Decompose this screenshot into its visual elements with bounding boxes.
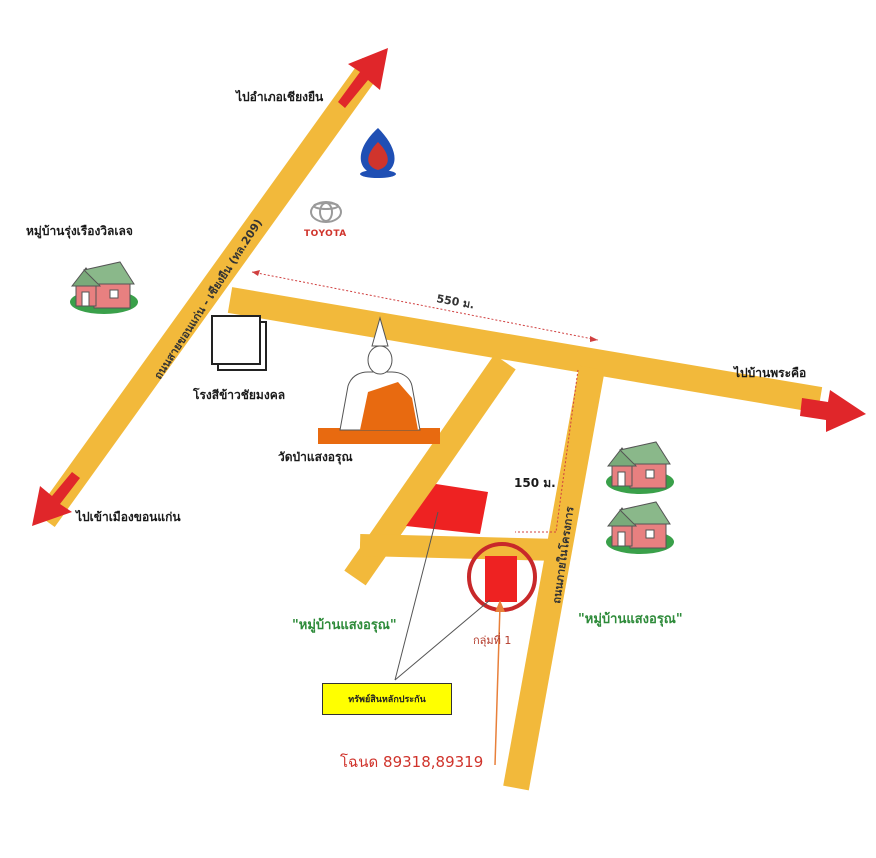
toyota-label: TOYOTA <box>304 229 347 239</box>
red-plot-small <box>485 556 517 602</box>
cross-road <box>227 287 823 413</box>
red-plot-large <box>406 484 488 534</box>
pointer-lines <box>394 511 491 681</box>
direction-arrows <box>32 48 866 526</box>
distance-150-label: 150 ม. <box>514 476 556 490</box>
inner-road-horizontal <box>359 534 561 561</box>
house-icon <box>606 501 674 554</box>
group-arrow <box>494 600 505 766</box>
distance-550-label: 550 ม. <box>435 292 475 311</box>
arrow-north-icon <box>338 48 388 108</box>
buddha-statue-icon <box>318 316 440 444</box>
gas-station-icon <box>360 128 396 178</box>
rice-mill-label: โรงสีข้าวชัยมงคล <box>193 388 286 402</box>
village-saeng-arun-right-label: "หมู่บ้านแสงอรุณ" <box>578 612 683 627</box>
inner-road-vertical <box>503 365 605 791</box>
house-icon <box>606 441 674 494</box>
group-1-label: กลุ่มที่ 1 <box>473 634 512 647</box>
house-icon <box>70 261 138 314</box>
collateral-sign: ทรัพย์สินหลักประกัน <box>322 683 452 715</box>
distance-lines <box>251 270 599 533</box>
toyota-logo-icon <box>310 201 342 223</box>
to-ban-phra-khue-label: ไปบ้านพระคือ <box>734 366 807 380</box>
arrow-east-icon <box>800 390 866 432</box>
temple-label: วัดป่าแสงอรุณ <box>278 450 353 464</box>
building-icon <box>211 315 267 371</box>
to-khon-kaen-city-label: ไปเข้าเมืองขอนแก่น <box>76 510 181 524</box>
main-highway-road <box>35 57 382 528</box>
village-rungrueang-label: หมู่บ้านรุ่งเรืองวิลเลจ <box>26 224 133 238</box>
deed-label: โฉนด 89318,89319 <box>340 753 484 771</box>
roads <box>35 57 823 791</box>
village-saeng-arun-left-label: "หมู่บ้านแสงอรุณ" <box>292 618 397 633</box>
arrow-southwest-icon <box>32 472 80 526</box>
to-chiang-yuen-label: ไปอำเภอเชียงยืน <box>236 90 324 104</box>
